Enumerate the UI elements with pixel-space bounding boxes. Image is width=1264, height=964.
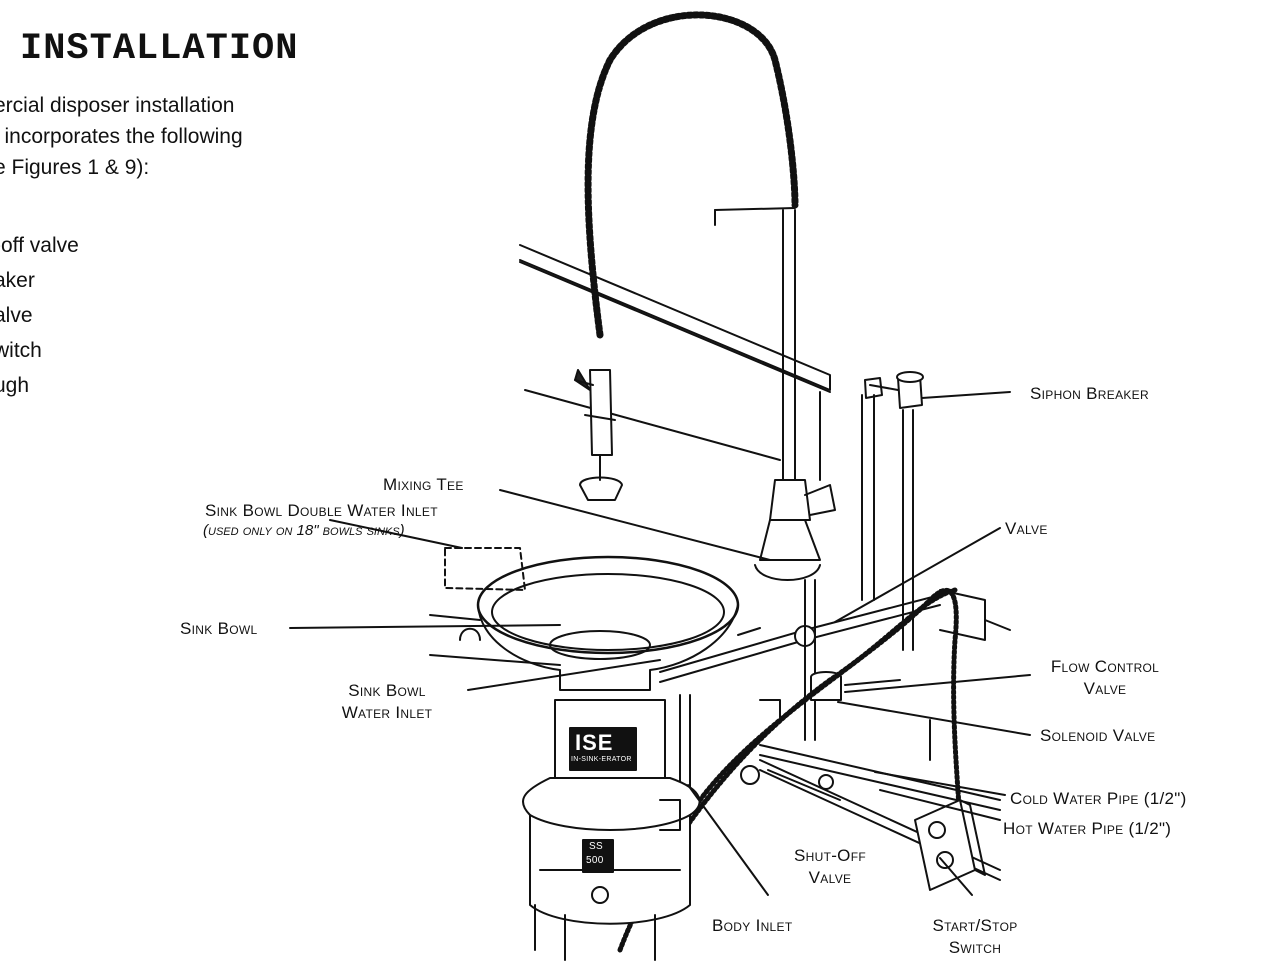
label-line: Water Inlet [341,703,433,722]
riser [754,209,836,581]
list-item: alve [0,304,33,327]
label-line: Switch [948,938,1002,957]
label-flow-control-valve: Flow Control Valve [1035,656,1175,700]
intro-paragraph: ercial disposer installation l incorpora… [0,90,243,183]
counter-edge [519,244,831,481]
label-line: Sink Bowl [348,681,426,700]
section-heading: INSTALLATION [20,28,299,70]
shutoff-valve-art [740,765,834,790]
list-item: witch [0,339,42,362]
label-sink-bowl-inlet: Sink Bowl Water Inlet [312,680,462,724]
label-double-inlet: Sink Bowl Double Water Inlet [205,501,438,520]
spray-valve [574,369,623,501]
label-body-inlet: Body Inlet [712,916,793,935]
label-line: Valve [1083,679,1127,698]
label-mixing-tee: Mixing Tee [383,475,464,494]
list-item: aker [0,269,35,292]
label-siphon-breaker: Siphon Breaker [1030,384,1149,403]
label-cold-water-pipe: Cold Water Pipe (1/2") [1010,789,1187,808]
list-item: ugh [0,374,30,397]
intro-line: ercial disposer installation [0,94,235,117]
intro-line: l incorporates the following [0,125,243,148]
intro-line: e Figures 1 & 9): [0,156,150,179]
siphon-breaker [861,371,924,651]
sink-bowl-art [429,547,740,691]
callout-leaders [289,391,1031,896]
label-line: Valve [808,868,852,887]
label-double-inlet-note: (used only on 18" bowls sinks) [203,522,405,539]
model-badge-line: SS [589,841,603,852]
label-sink-bowl: Sink Bowl [180,619,258,638]
label-start-stop-switch: Start/Stop Switch [905,915,1045,959]
label-line: Start/Stop [932,916,1018,935]
label-hot-water-pipe: Hot Water Pipe (1/2") [1003,819,1172,838]
label-line: Flow Control [1050,657,1160,676]
label-solenoid-valve: Solenoid Valve [1040,726,1156,745]
solenoid-valve-art [810,671,901,701]
model-badge-line: 500 [586,855,604,866]
component-list: -off valve aker alve witch ugh [0,228,79,403]
spray-hose [584,11,799,339]
disposer-logo-sub: IN-SINK-ERATOR [571,756,632,763]
disposer-logo: ISE [575,730,614,755]
label-valve: Valve [1005,519,1048,538]
label-line: Shut-Off [794,846,866,865]
list-item: -off valve [0,234,79,257]
label-shutoff-valve: Shut-Off Valve [770,845,890,889]
disposer-art [522,699,701,961]
